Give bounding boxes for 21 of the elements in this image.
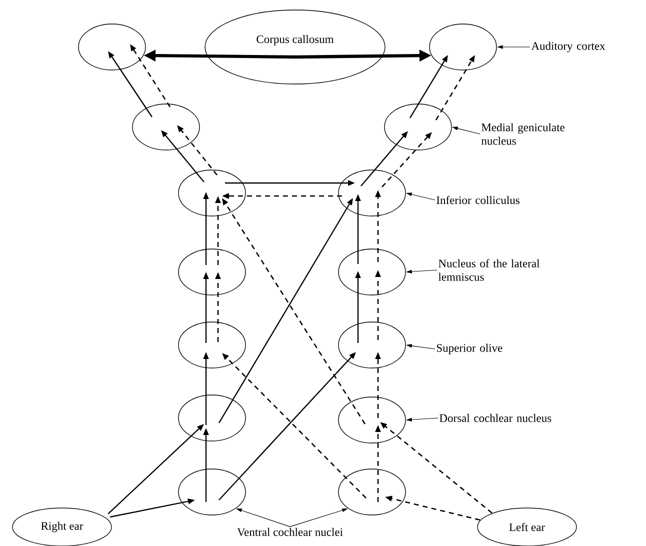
ellipse bbox=[178, 248, 246, 296]
ellipse bbox=[429, 24, 497, 70]
ellipse bbox=[338, 396, 406, 444]
structure-label: Ventral cochlear nuclei bbox=[237, 528, 343, 536]
ellipse bbox=[178, 394, 246, 442]
ellipse bbox=[132, 104, 200, 150]
structure-label: Nucleus of the lateral lemniscus bbox=[438, 259, 540, 281]
structure-label: Inferior colliculus bbox=[436, 196, 520, 204]
ellipse bbox=[178, 170, 246, 216]
ellipse bbox=[384, 104, 452, 150]
structure-label: Superior olive bbox=[436, 344, 502, 354]
ellipse bbox=[178, 322, 246, 368]
ellipse bbox=[338, 468, 406, 516]
ellipse bbox=[338, 322, 406, 368]
ellipse bbox=[78, 24, 146, 70]
ellipse bbox=[338, 248, 406, 296]
structure-label: Medial geniculate nucleus bbox=[481, 123, 564, 145]
ellipse bbox=[338, 170, 406, 216]
structure-label: Dorsal cochlear nucleus bbox=[440, 414, 552, 422]
ellipse bbox=[178, 468, 246, 516]
structure-label: Auditory cortex bbox=[531, 42, 606, 52]
